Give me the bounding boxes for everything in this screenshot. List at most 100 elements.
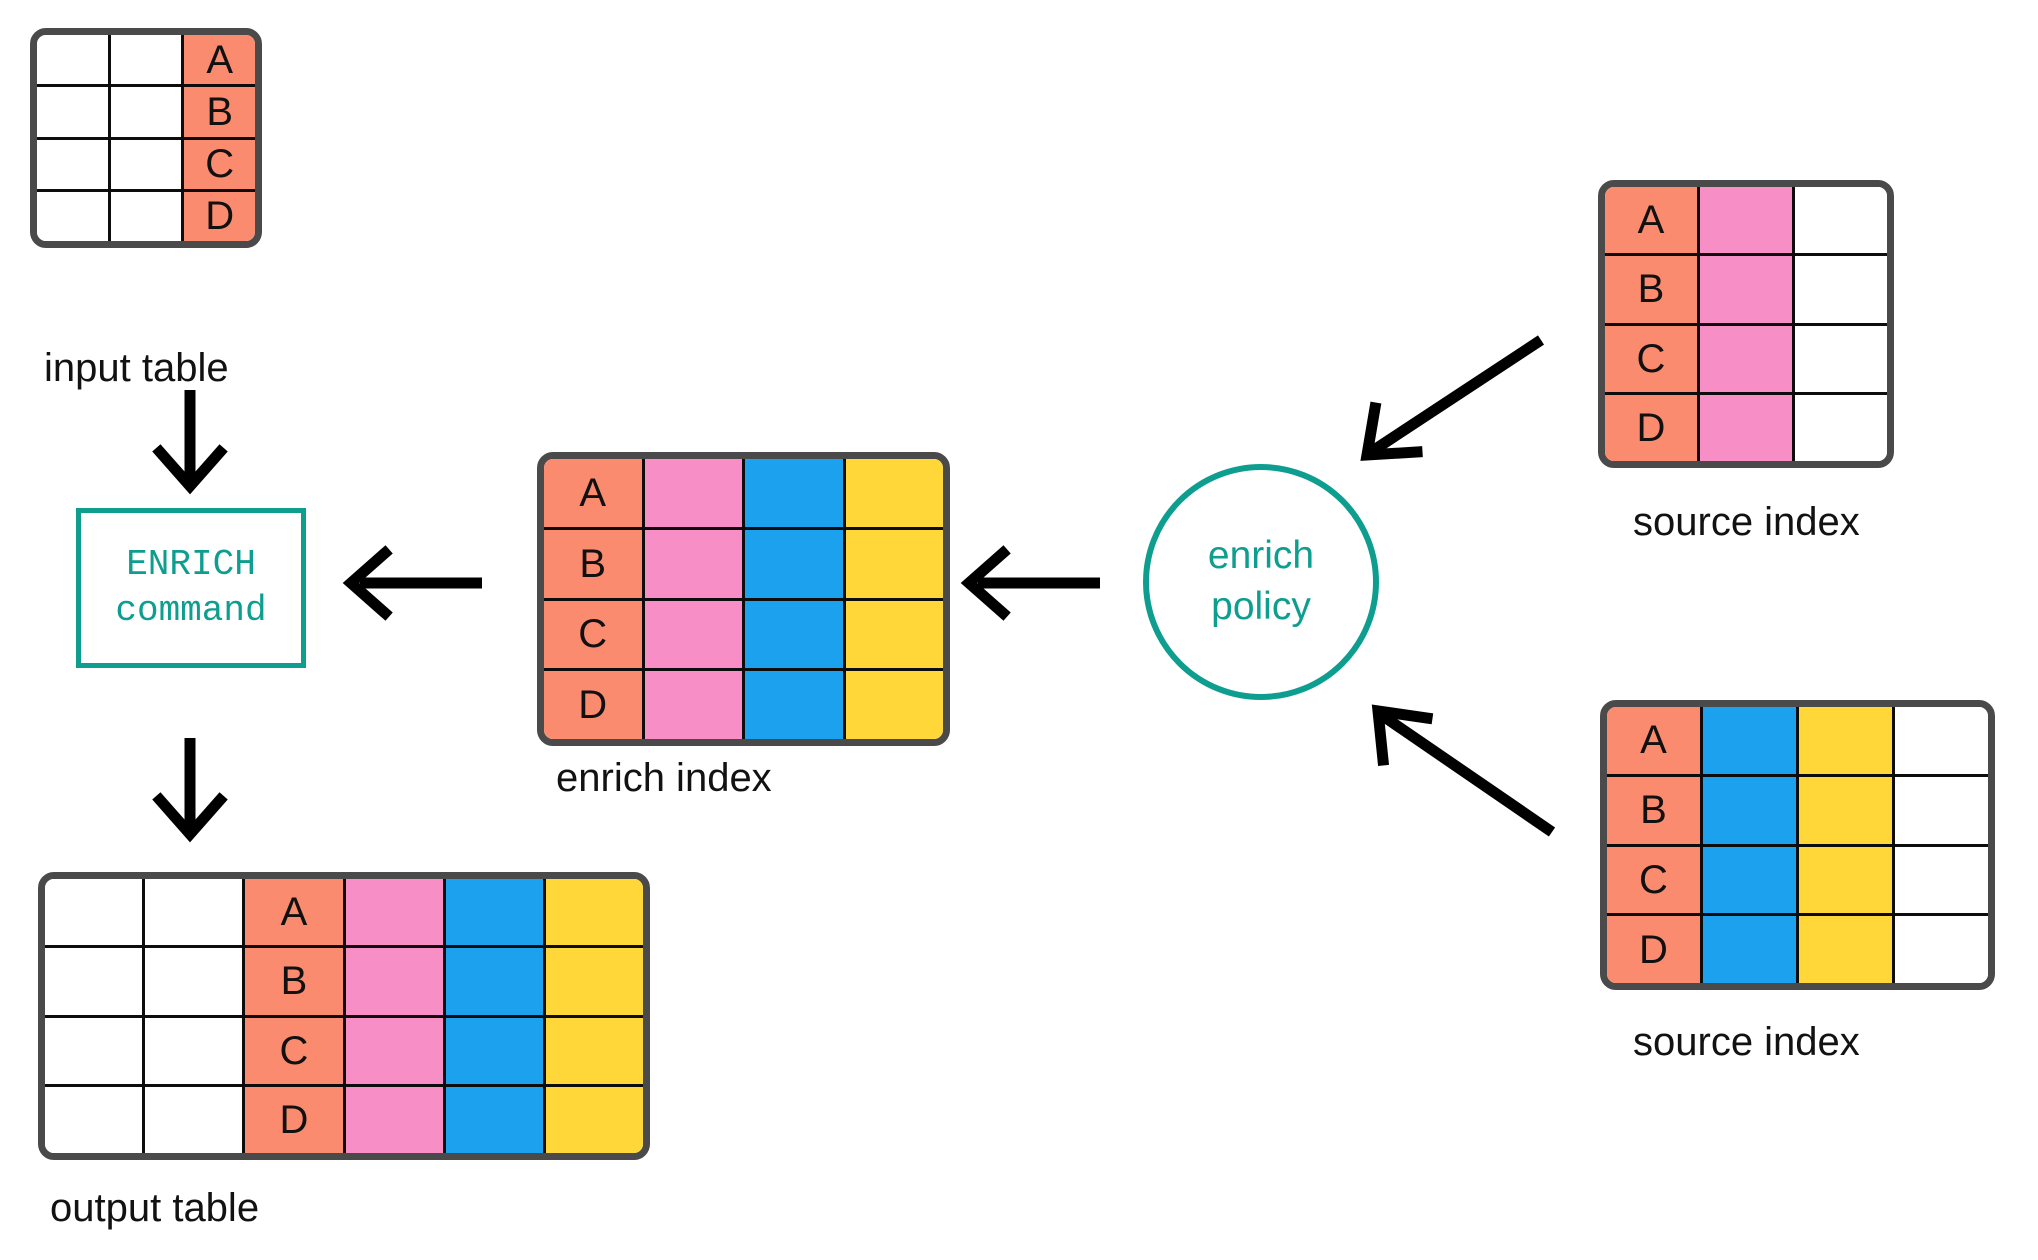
table-row: B — [1607, 776, 1988, 847]
cell-enrich-1-3 — [845, 529, 943, 598]
enrich-index-caption: enrich index — [556, 756, 772, 800]
table-row: A — [1605, 187, 1887, 257]
cell-srcbot-0-2 — [1799, 707, 1895, 774]
cell-enrich-1-1 — [644, 529, 745, 598]
cell-srctop-2-1 — [1700, 325, 1795, 392]
output-table: A B C D — [38, 872, 650, 1160]
cell-input-0-2: A — [184, 35, 255, 85]
table-row: C — [37, 139, 255, 192]
enrich-command-line1: ENRICH — [126, 543, 256, 585]
cell-enrich-2-3 — [845, 600, 943, 669]
cell-enrich-0-2 — [745, 459, 846, 527]
cell-srcbot-2-0: C — [1607, 846, 1703, 914]
cell-output-2-3 — [345, 1017, 446, 1084]
table-row: D — [45, 1086, 643, 1153]
enrich-policy-circle[interactable]: enrich policy — [1143, 464, 1379, 700]
enrich-index-table: A B C D — [537, 452, 950, 746]
cell-srcbot-3-3 — [1895, 916, 1988, 983]
cell-enrich-3-3 — [845, 671, 943, 739]
cell-srcbot-0-0: A — [1607, 707, 1703, 774]
table-row: B — [37, 87, 255, 140]
cell-srcbot-2-2 — [1799, 846, 1895, 914]
source-index-top-table: A B C D — [1598, 180, 1894, 468]
table-row: C — [45, 1017, 643, 1087]
source-index-top-caption: source index — [1633, 500, 1860, 544]
cell-output-3-4 — [445, 1086, 546, 1153]
cell-enrich-0-1 — [644, 459, 745, 527]
cell-output-0-2: A — [245, 879, 346, 946]
cell-input-0-1 — [110, 35, 185, 85]
cell-input-2-0 — [37, 139, 111, 189]
cell-srctop-0-0: A — [1605, 187, 1700, 254]
cell-output-2-5 — [545, 1017, 643, 1084]
table-row: A — [1607, 707, 1988, 777]
source-index-bottom-table: A B C D — [1600, 700, 1995, 990]
cell-output-0-1 — [145, 879, 246, 946]
cell-srcbot-2-3 — [1895, 846, 1988, 914]
cell-output-1-3 — [345, 948, 446, 1015]
cell-srcbot-1-3 — [1895, 776, 1988, 844]
cell-srctop-2-0: C — [1605, 325, 1700, 392]
cell-enrich-3-2 — [745, 671, 846, 739]
cell-input-1-0 — [37, 87, 111, 137]
cell-srcbot-0-1 — [1703, 707, 1799, 774]
cell-input-1-2: B — [184, 87, 255, 137]
enrich-command-line2: command — [115, 590, 267, 631]
cell-enrich-1-0: B — [544, 529, 645, 598]
table-row: C — [1607, 846, 1988, 917]
cell-output-2-4 — [445, 1017, 546, 1084]
cell-srcbot-2-1 — [1703, 846, 1799, 914]
cell-output-0-4 — [445, 879, 546, 946]
cell-srctop-0-1 — [1700, 187, 1795, 254]
table-row: A — [544, 459, 943, 530]
table-row: D — [1607, 916, 1988, 983]
cell-output-0-3 — [345, 879, 446, 946]
cell-output-3-5 — [545, 1086, 643, 1153]
output-table-caption: output table — [50, 1186, 260, 1230]
cell-srctop-1-1 — [1700, 256, 1795, 323]
cell-output-1-5 — [545, 948, 643, 1015]
cell-enrich-0-3 — [845, 459, 943, 527]
enrich-policy-line1: enrich — [1207, 534, 1315, 578]
cell-output-1-1 — [145, 948, 246, 1015]
cell-output-0-5 — [545, 879, 643, 946]
cell-output-0-0 — [45, 879, 146, 946]
cell-srcbot-1-1 — [1703, 776, 1799, 844]
cell-input-1-1 — [110, 87, 185, 137]
cell-srcbot-3-1 — [1703, 916, 1799, 983]
cell-srctop-3-2 — [1795, 394, 1887, 461]
cell-output-2-2: C — [245, 1017, 346, 1084]
table-row: A — [45, 879, 643, 949]
enrich-command-box[interactable]: ENRICH command — [76, 508, 306, 668]
source-index-bottom-caption: source index — [1633, 1020, 1860, 1064]
cell-output-1-2: B — [245, 948, 346, 1015]
cell-srctop-1-2 — [1795, 256, 1887, 323]
cell-srcbot-3-2 — [1799, 916, 1895, 983]
table-row: C — [1605, 325, 1887, 395]
cell-enrich-2-2 — [745, 600, 846, 669]
arrow-command-to-output-icon — [152, 738, 228, 843]
cell-enrich-2-1 — [644, 600, 745, 669]
input-table-caption: input table — [44, 346, 229, 390]
arrow-source-bottom-to-policy-icon — [1371, 704, 1556, 837]
cell-srcbot-1-0: B — [1607, 776, 1703, 844]
arrow-enrich-index-to-command-icon — [342, 545, 482, 621]
cell-srctop-1-0: B — [1605, 256, 1700, 323]
arrow-policy-to-enrich-index-icon — [960, 545, 1100, 621]
table-row: D — [544, 671, 943, 739]
cell-output-3-0 — [45, 1086, 146, 1153]
cell-input-0-0 — [37, 35, 111, 85]
table-row: D — [1605, 394, 1887, 461]
table-row: B — [544, 529, 943, 601]
cell-output-3-2: D — [245, 1086, 346, 1153]
cell-srcbot-0-3 — [1895, 707, 1988, 774]
cell-srcbot-1-2 — [1799, 776, 1895, 844]
cell-enrich-3-1 — [644, 671, 745, 739]
cell-srctop-0-2 — [1795, 187, 1887, 254]
enrich-policy-line2: policy — [1211, 585, 1311, 628]
cell-output-3-3 — [345, 1086, 446, 1153]
cell-enrich-2-0: C — [544, 600, 645, 669]
cell-output-3-1 — [145, 1086, 246, 1153]
table-row: A — [37, 35, 255, 88]
